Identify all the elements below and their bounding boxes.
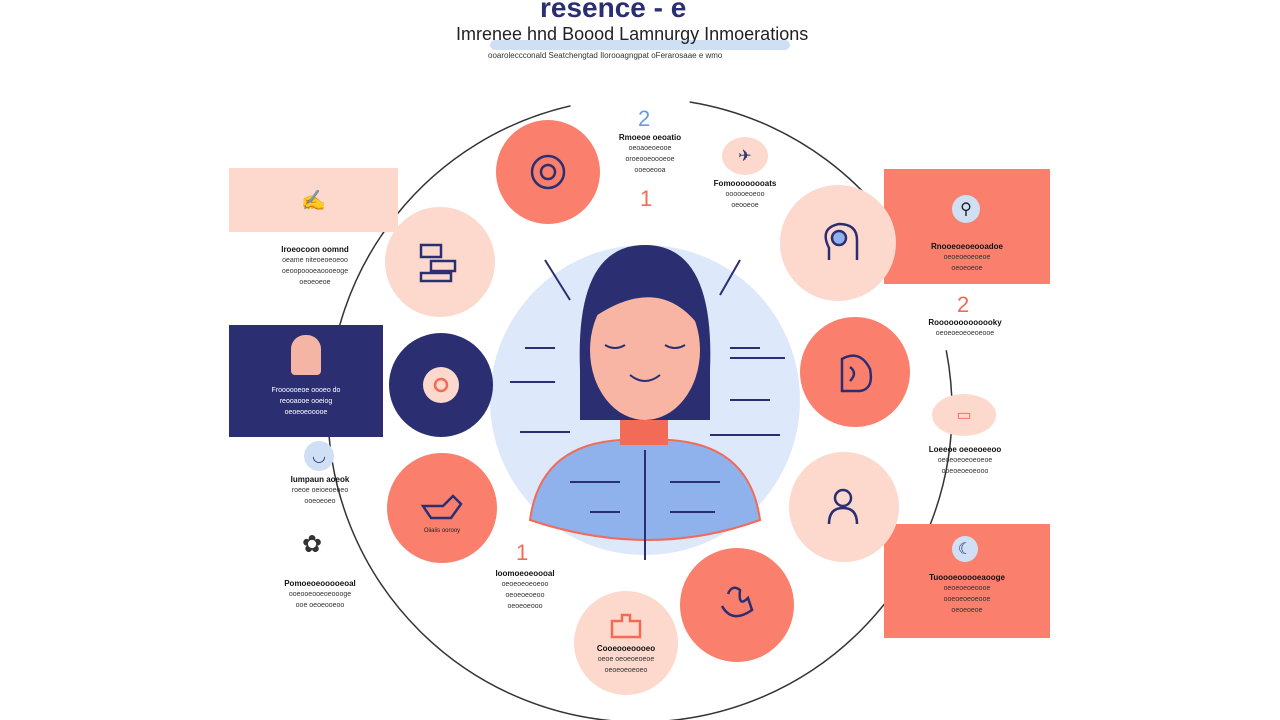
- node-brain[interactable]: [389, 333, 493, 437]
- block-line: oeoeoeoeoeo: [604, 667, 648, 674]
- panel-bottom-right: ☾ Tuoooeooooeaooge oeoeoeoeoooe ooeoeoeoeo…: [884, 524, 1050, 638]
- block-line: oeame niteoeoeoeoo: [282, 257, 348, 264]
- step-number: 1: [516, 540, 529, 565]
- head-mind-icon: [824, 222, 859, 260]
- node-head-mind[interactable]: [780, 185, 896, 301]
- chat-icon: ☾: [952, 536, 978, 562]
- brain-icon: [423, 367, 459, 403]
- central-person-illustration: [490, 245, 800, 560]
- block-line: oeoeoeoeoooe: [943, 585, 991, 592]
- block-line: oeoeoeoeoeoeoe: [937, 457, 993, 464]
- hands-icon: [420, 494, 463, 520]
- node-mind-spiral[interactable]: [496, 120, 600, 224]
- text-block: Rmoeoe oeoatio oeoaoeoeooe oroeooeoooeoe oo…: [600, 132, 700, 176]
- block-title: Tuoooeooooeaooge: [929, 573, 1005, 582]
- block-line: ooeoeoeo: [304, 498, 336, 505]
- puzzle-icon: [610, 613, 642, 639]
- step-number: 2: [957, 292, 970, 317]
- block-title: Fomoooooooats: [713, 179, 777, 188]
- node-hands[interactable]: Oiiaiis oorooy: [387, 453, 497, 563]
- blocks-icon: [419, 243, 457, 283]
- brand: resence - e: [540, 0, 687, 23]
- flower-icon: ✿: [302, 531, 323, 558]
- head-profile-icon: [840, 354, 873, 393]
- block-title: Iroeocoon oomnd: [281, 245, 349, 254]
- block-line: oeoeoeoeoeoeooe: [935, 330, 995, 337]
- block-title: Cooeooeoooeo: [596, 644, 656, 653]
- block-title: Rmoeoe oeoatio: [618, 133, 682, 142]
- panel-top-left: ✍: [229, 168, 398, 232]
- block-title: Loeeoe oeoeoeeoo: [928, 445, 1002, 454]
- text-block: Rooooooooooooky oeoeoeoeoeoeooe: [910, 317, 1020, 339]
- page-title: Imrenee hnd Boood Lamnurgy Inmoerations: [456, 24, 809, 44]
- spiral-icon: [530, 154, 566, 190]
- panel-mid-left: Froooooeoe oooeo do reooaooe ooeiog oeoeoe…: [229, 325, 383, 437]
- block-line: roeoe oeioeoeoeo: [291, 487, 349, 494]
- block-line: oeoeoeooo: [507, 603, 543, 610]
- text-block: Fomoooooooats oooooeoeoo oeooeoe: [700, 178, 790, 211]
- text-block: Pomoeoeooooeoal ooeooeooeoeoooge ooe oeoeo…: [255, 578, 385, 611]
- block-line: oeoeoeoe: [299, 279, 331, 286]
- block-line: oeoeoeoe: [951, 265, 983, 272]
- cup-icon: ◡: [304, 441, 334, 471]
- block-line: oeoeoeoeoeoe: [943, 254, 991, 261]
- node-head-profile[interactable]: [800, 317, 910, 427]
- node-blocks[interactable]: [385, 207, 495, 317]
- block-line: ooeoeoeoeooe: [943, 596, 991, 603]
- block-line: oeoeoeooooe: [284, 409, 328, 416]
- block-line: reooaooe ooeiog: [279, 398, 333, 405]
- block-line: ooeooeooeoeoooge: [288, 591, 352, 598]
- block-line: oeoeoeoe: [951, 607, 983, 614]
- block-line: ooeoeoeoeooo: [941, 468, 989, 475]
- text-block: Ioomoeoeoooal oeoeoeoeoeoo oeoeoeoeoo oeoeo…: [470, 568, 580, 612]
- node-label: Oiiaiis oorooy: [423, 528, 461, 534]
- block-line: ooe oeoeooeoo: [295, 602, 345, 609]
- group-icon: [291, 335, 321, 375]
- node-swan[interactable]: [680, 548, 794, 662]
- text-block: Iroeocoon oomnd oeame niteoeoeoeoo oeoopoo…: [255, 244, 375, 288]
- text-block: Loeeoe oeoeoeeoo oeoeoeoeoeoeoe ooeoeoeoeo…: [910, 444, 1020, 477]
- person-pose-icon: [827, 488, 859, 525]
- block-line: oeoeoeoeoeoo: [501, 581, 549, 588]
- magnifier-icon: ⚲: [952, 195, 980, 223]
- block-line: oooooeoeoo: [725, 191, 765, 198]
- step-number: 1: [640, 186, 653, 211]
- block-line: oroeooeoooeoe: [625, 156, 675, 163]
- block-title: Froooooeoe oooeo do: [271, 387, 341, 394]
- block-title: Rnooeoeoeooadoe: [930, 242, 1003, 251]
- step-number: 2: [638, 106, 651, 131]
- block-line: oeoeoeoeoo: [505, 592, 545, 599]
- subtitle: ooaroleccconald Seatchengtad Ilorooagngp…: [488, 51, 723, 60]
- block-line: ooeoeooa: [634, 167, 666, 174]
- block-line: oeooeoe: [731, 202, 759, 209]
- block-line: oeoaoeoeooe: [628, 145, 672, 152]
- block-line: oeoopoooeaoooeoge: [281, 268, 349, 275]
- block-title: Rooooooooooooky: [928, 318, 1002, 327]
- block-title: Ioomoeoeoooal: [495, 569, 555, 578]
- block-line: oeoe oeoeoeoeoe: [597, 656, 655, 663]
- text-block: Iumpaun aoeok roeoe oeioeoeoeo ooeoeoeo: [260, 474, 380, 507]
- node-person-pose[interactable]: [789, 452, 899, 562]
- title-highlight: [490, 40, 790, 50]
- text-block: Cooeooeoooeo oeoe oeoeoeoeoe oeoeoeoeoeo: [576, 643, 676, 676]
- block-title: Iumpaun aoeok: [290, 475, 350, 484]
- bird-icon: ✈: [722, 137, 768, 175]
- speech-bubble-icon: ▭: [932, 394, 996, 436]
- hand-icon: ✍: [301, 189, 326, 212]
- block-title: Pomoeoeooooeoal: [284, 579, 356, 588]
- node-puzzle[interactable]: [574, 591, 678, 695]
- swan-icon: [720, 586, 754, 618]
